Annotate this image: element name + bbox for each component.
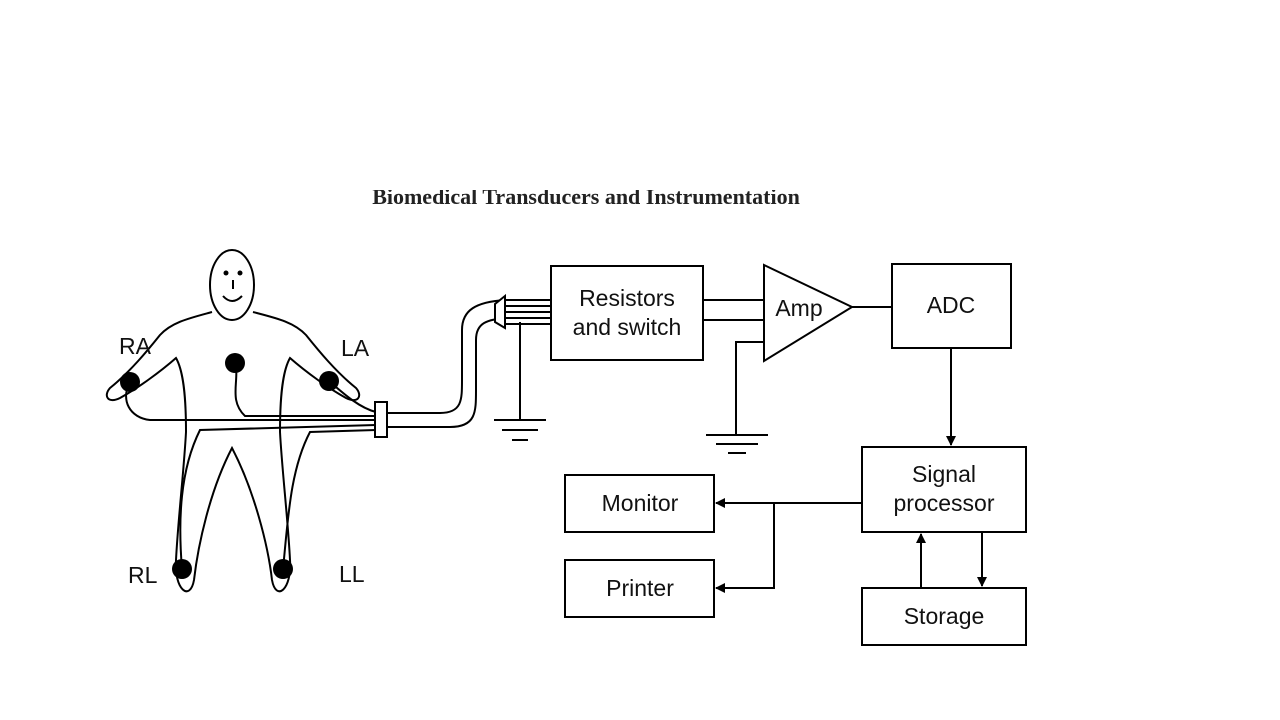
mouth <box>222 295 243 302</box>
monitor-label: Monitor <box>602 490 679 516</box>
resistors-label-line1: Resistors <box>579 285 675 311</box>
signal-processor-label-line1: Signal <box>912 461 976 487</box>
electrodes <box>120 353 339 579</box>
signal-processor-label-line2: processor <box>894 490 995 516</box>
plug-wires <box>505 299 551 325</box>
amp-triangle <box>763 263 855 363</box>
ground-symbol-amp <box>706 341 768 454</box>
lead-label-la: LA <box>341 335 370 361</box>
storage-block <box>861 587 1027 646</box>
body-outline <box>105 311 361 593</box>
resistors-switch-block <box>550 265 704 361</box>
cable <box>387 299 506 428</box>
lead-label-ll: LL <box>339 561 365 587</box>
human-figure <box>105 249 361 593</box>
printer-block <box>564 559 715 618</box>
signal-processor-block <box>861 446 1027 533</box>
storage-label: Storage <box>904 603 985 629</box>
header-title: Biomedical Transducers and Instrumentati… <box>372 184 800 209</box>
adc-label: ADC <box>927 292 976 318</box>
processor-output-wires <box>715 498 862 593</box>
adc-block <box>891 263 1012 349</box>
ground-symbol-input <box>494 322 546 441</box>
lead-label-rl: RL <box>128 562 158 588</box>
lead-connector <box>374 401 388 438</box>
eye-left <box>223 270 229 276</box>
resistors-label-line2: and switch <box>573 314 682 340</box>
printer-label: Printer <box>606 575 674 601</box>
monitor-block <box>564 474 715 533</box>
lead-label-ra: RA <box>119 333 152 359</box>
amp-label: Amp <box>775 295 822 321</box>
lead-wires <box>125 362 377 570</box>
eye-right <box>237 270 243 276</box>
